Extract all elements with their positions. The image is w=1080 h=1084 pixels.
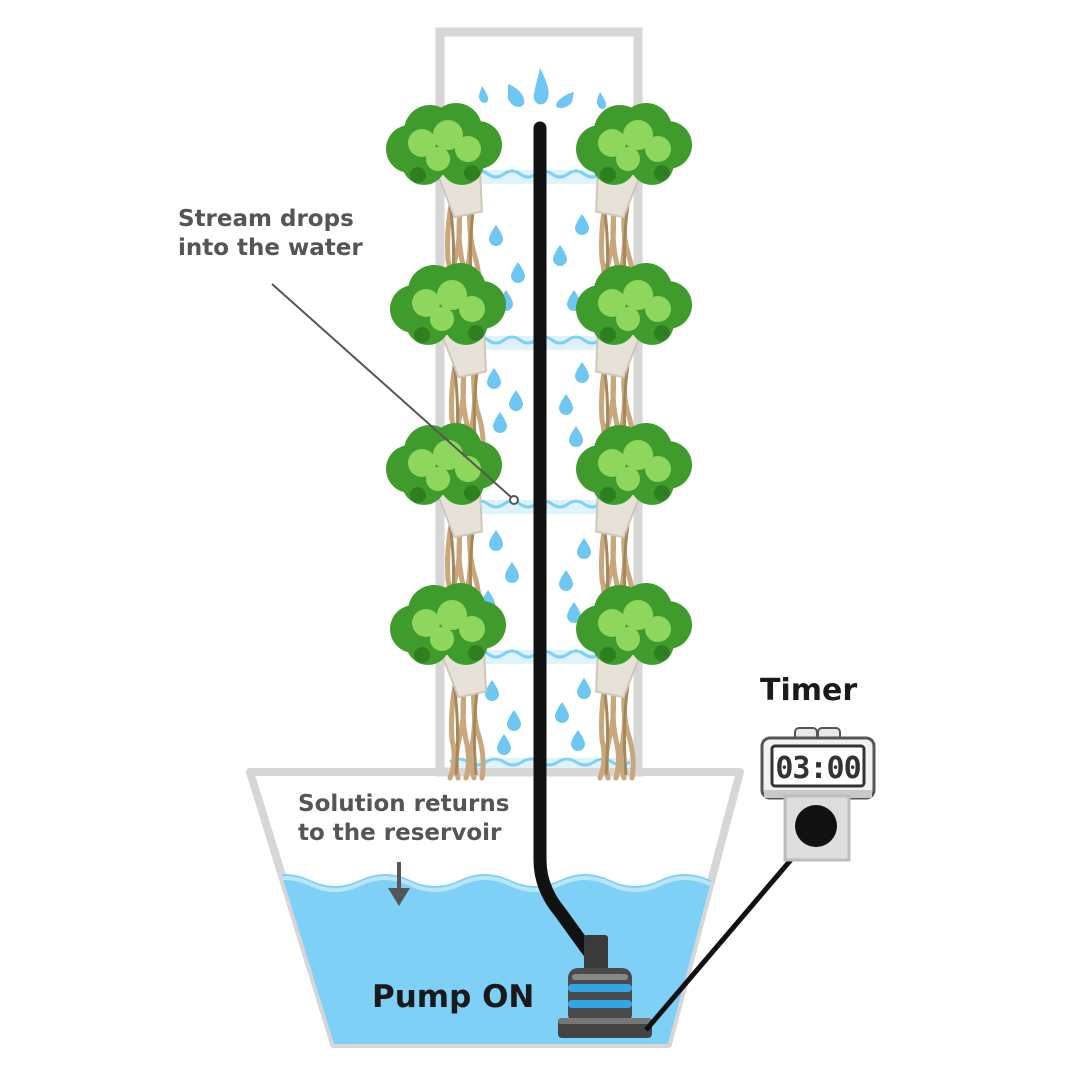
lettuce-plant bbox=[576, 263, 692, 461]
plant-leaves bbox=[390, 263, 506, 345]
pump-on-label: Pump ON bbox=[372, 979, 535, 1015]
lettuce-plant bbox=[390, 263, 506, 461]
timer-device bbox=[760, 727, 876, 862]
timer-display: 03:00 bbox=[775, 751, 860, 786]
plants bbox=[386, 103, 692, 781]
water-drop bbox=[575, 362, 589, 383]
water-drop bbox=[485, 680, 499, 701]
lettuce-plant bbox=[390, 583, 506, 781]
power-cord bbox=[644, 826, 820, 1032]
solution-returns-label: Solution returns to the reservoir bbox=[298, 790, 509, 848]
plant-leaves bbox=[386, 103, 502, 185]
spray-drop bbox=[556, 92, 574, 109]
water-drop bbox=[559, 570, 573, 591]
plant-roots bbox=[447, 677, 486, 781]
reservoir-water-crest bbox=[259, 876, 711, 892]
spray-drop bbox=[533, 68, 549, 105]
water-drop bbox=[559, 394, 573, 415]
water-drop bbox=[567, 602, 581, 623]
spray-drop bbox=[596, 92, 607, 109]
down-arrow-icon bbox=[388, 862, 410, 906]
plant-leaves bbox=[576, 583, 692, 665]
water-drop bbox=[489, 225, 503, 246]
water-drop bbox=[493, 412, 507, 433]
plant-leaves bbox=[576, 103, 692, 185]
water-drop bbox=[577, 538, 591, 559]
spray-drop bbox=[508, 84, 525, 107]
lettuce-plant bbox=[576, 583, 692, 781]
solution-returns-label-line2: to the reservoir bbox=[298, 819, 502, 846]
water-drop bbox=[555, 702, 569, 723]
water-drop bbox=[511, 262, 525, 283]
water-drop bbox=[497, 734, 511, 755]
plant-leaves bbox=[576, 423, 692, 505]
plant-leaves bbox=[390, 583, 506, 665]
water-drop bbox=[489, 530, 503, 551]
water-drop bbox=[577, 678, 591, 699]
stream-drops-label: Stream drops into the water bbox=[178, 205, 363, 263]
water-drop bbox=[509, 390, 523, 411]
water-drop bbox=[575, 214, 589, 235]
water-drop bbox=[571, 730, 585, 751]
water-drop bbox=[487, 368, 501, 389]
top-spray bbox=[478, 68, 607, 109]
timer-label: Timer bbox=[760, 673, 858, 708]
spray-drop bbox=[478, 86, 489, 103]
reservoir-water bbox=[250, 874, 740, 1044]
water-drop bbox=[505, 562, 519, 583]
stream-callout-pointer bbox=[271, 283, 519, 505]
stream-drops-label-line2: into the water bbox=[178, 234, 363, 261]
water-drop bbox=[553, 245, 567, 266]
water-drop bbox=[569, 426, 583, 447]
solution-returns-label-line1: Solution returns bbox=[298, 791, 510, 817]
water-drop bbox=[507, 710, 521, 731]
plant-leaves bbox=[576, 263, 692, 345]
pump bbox=[558, 935, 652, 1038]
lettuce-plant bbox=[386, 423, 502, 621]
stream-drops-label-line1: Stream drops bbox=[178, 206, 354, 232]
plant-leaves bbox=[386, 423, 502, 505]
lettuce-plant bbox=[576, 423, 692, 621]
lettuce-plant bbox=[386, 103, 502, 301]
